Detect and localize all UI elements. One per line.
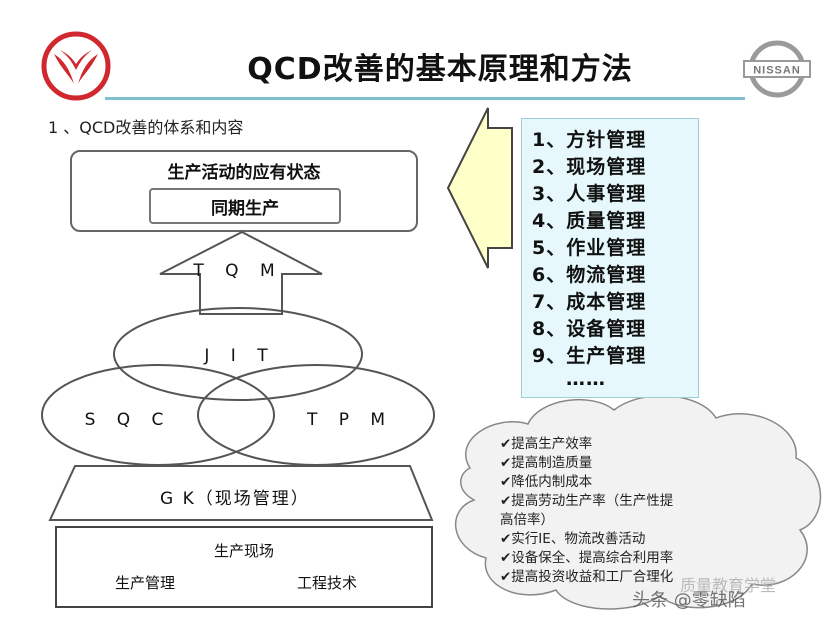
benefit-item: ✔设备保全、提高综合利用率 — [500, 550, 674, 566]
slide-title: QCD改善的基本原理和方法 — [247, 52, 633, 87]
benefit-item: ✔实行IE、物流改善活动 — [500, 531, 646, 547]
tqm-arrow — [159, 230, 323, 315]
watermark: 头条 @零缺陷 — [632, 590, 746, 611]
production-site-label: 生产现场 — [213, 542, 274, 560]
gk-trapezoid — [48, 465, 434, 521]
list-item: 5、作业管理 — [532, 237, 647, 259]
ideal-state-label: 生产活动的应有状态 — [167, 163, 321, 183]
management-list-box: 1、方针管理 2、现场管理 3、人事管理 4、质量管理 5、作业管理 6、物流管… — [521, 118, 699, 398]
benefit-item-continued: 高倍率） — [500, 512, 554, 528]
list-item: 3、人事管理 — [532, 183, 647, 205]
list-item: 7、成本管理 — [532, 291, 647, 313]
sqc-label: S Q C — [85, 410, 172, 430]
same-period-box: 同期生产 — [149, 188, 341, 224]
faint-watermark: 质量教育学堂 — [680, 576, 777, 595]
benefit-item: ✔提高生产效率 — [500, 436, 593, 452]
section-subtitle: 1 、QCD改善的体系和内容 — [48, 118, 244, 137]
benefit-item: ✔提高劳动生产率（生产性提 — [500, 493, 674, 509]
benefits-cloud — [454, 395, 822, 610]
nissan-logo-text: NISSAN — [753, 65, 801, 77]
benefit-item: ✔降低内制成本 — [500, 474, 593, 490]
jit-ellipse — [113, 307, 363, 401]
list-item: 4、质量管理 — [532, 210, 647, 232]
engineering-technology-label: 工程技术 — [297, 574, 358, 592]
list-item: 1、方针管理 — [532, 129, 647, 151]
list-item: 8、设备管理 — [532, 318, 647, 340]
nissan-logo: NISSAN — [743, 40, 811, 98]
gk-label: G K（现场管理） — [160, 489, 310, 509]
dongfeng-logo — [41, 31, 111, 101]
title-divider — [105, 97, 745, 100]
jit-label: J I T — [203, 346, 275, 366]
tpm-label: T P M — [306, 410, 393, 430]
benefit-item: ✔提高投资收益和工厂合理化 — [500, 569, 674, 585]
list-item: 9、生产管理 — [532, 345, 647, 367]
benefit-item: ✔提高制造质量 — [500, 455, 593, 471]
list-item: 2、现场管理 — [532, 156, 647, 178]
list-item-ellipsis: …… — [566, 368, 606, 390]
production-management-label: 生产管理 — [115, 574, 176, 592]
tqm-label: T Q M — [192, 261, 282, 281]
list-item: 6、物流管理 — [532, 264, 647, 286]
production-site-box: 生产现场 生产管理 工程技术 — [55, 526, 433, 608]
big-left-arrow — [446, 107, 513, 269]
ideal-state-box: 生产活动的应有状态 同期生产 — [70, 150, 418, 232]
